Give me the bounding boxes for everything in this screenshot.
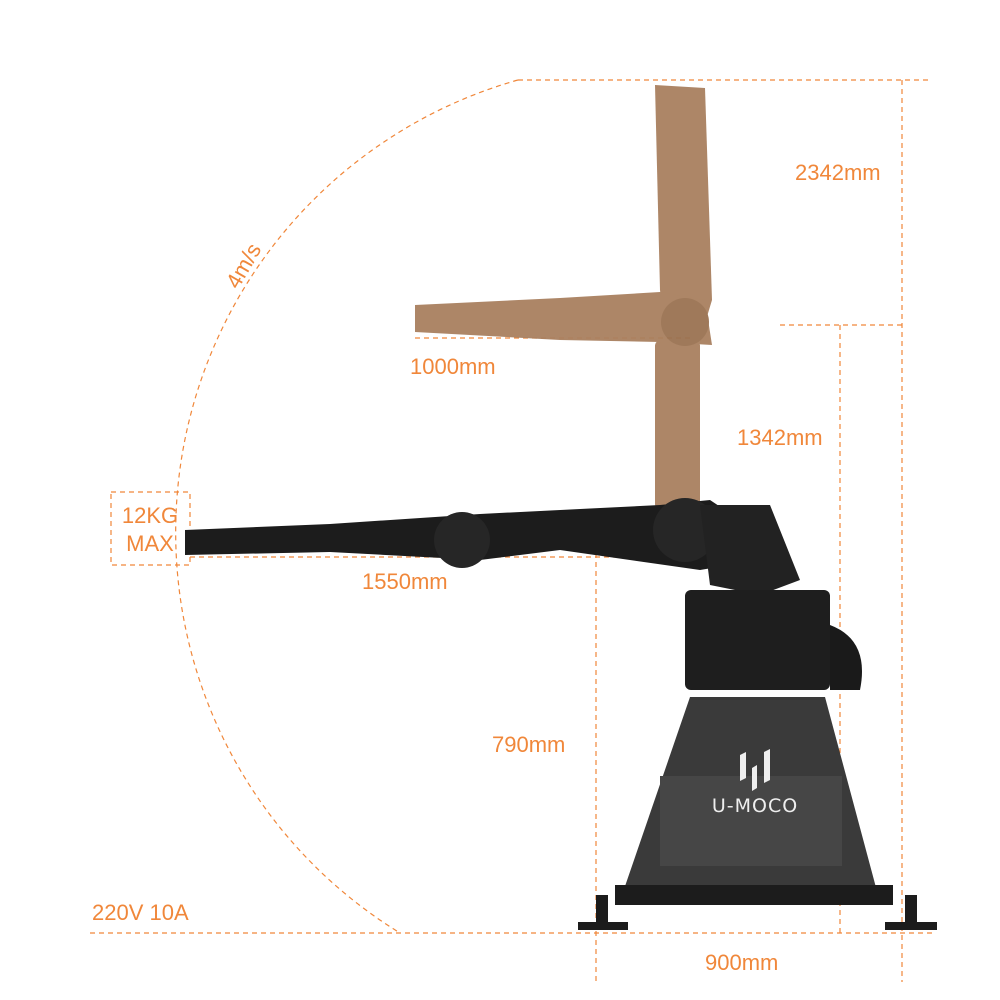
- base-width-label: 900mm: [705, 950, 779, 975]
- reach-label: 1550mm: [362, 569, 448, 594]
- power-label: 220V 10A: [92, 900, 189, 925]
- pedestal-height-label: 790mm: [492, 732, 566, 757]
- payload-label: 12KG MAX: [112, 502, 188, 558]
- max-height-label: 2342mm: [795, 160, 881, 185]
- logo-mark: [740, 749, 770, 791]
- robot-arm-image: U-MOCO: [185, 498, 937, 930]
- payload-box: [110, 491, 191, 566]
- reach-arc: [175, 79, 519, 934]
- payload-max: MAX: [126, 531, 174, 556]
- raised-arm-image: [415, 85, 712, 510]
- logo-text: U-MOCO: [712, 795, 798, 817]
- payload-weight: 12KG: [121, 503, 179, 528]
- raised-reach-label: 1000mm: [410, 354, 496, 379]
- upper-height-label: 1342mm: [737, 425, 823, 450]
